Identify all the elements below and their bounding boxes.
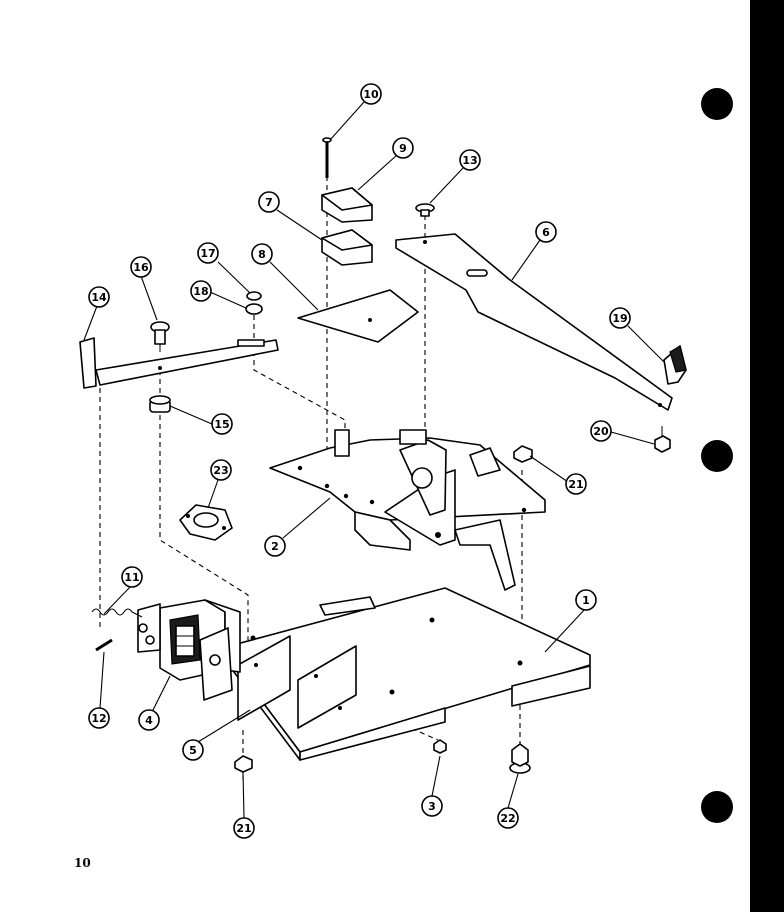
callout-14-label: 14 <box>91 291 107 304</box>
callout-17: 17 <box>197 242 219 264</box>
part-19-knob <box>663 345 687 385</box>
callout-11: 11 <box>121 566 143 588</box>
part-8-hole <box>368 318 372 322</box>
callout-5-label: 5 <box>189 744 197 757</box>
callout-12: 12 <box>88 707 110 729</box>
part-21-nut-lower <box>234 755 253 773</box>
callout-9: 9 <box>392 137 414 159</box>
callout-22-label: 22 <box>500 812 515 825</box>
part-22-screw <box>509 743 531 774</box>
callout-3: 3 <box>421 795 443 817</box>
punch-hole-top <box>701 88 733 120</box>
part-20-screw <box>654 426 671 453</box>
part-17-washer <box>246 291 262 301</box>
callout-11-label: 11 <box>124 571 139 584</box>
part-14-bar-bracket <box>79 337 279 389</box>
callout-7-label: 7 <box>265 196 273 209</box>
callout-13-label: 13 <box>462 154 477 167</box>
callout-13: 13 <box>459 149 481 171</box>
callout-8-label: 8 <box>258 248 266 261</box>
part-12-pin <box>95 638 113 652</box>
punch-hole-middle <box>701 440 733 472</box>
callout-12-label: 12 <box>91 712 106 725</box>
part-18-washer <box>245 303 263 315</box>
callout-1-label: 1 <box>582 594 590 607</box>
part-2-mechanism-bracket <box>269 429 546 591</box>
part-6-actuator-lever <box>395 233 673 411</box>
callout-5: 5 <box>182 739 204 761</box>
callout-4-label: 4 <box>145 714 153 727</box>
callout-4: 4 <box>138 709 160 731</box>
callout-23-label: 23 <box>213 464 228 477</box>
callout-20-label: 20 <box>593 425 609 438</box>
callout-19-label: 19 <box>612 312 627 325</box>
part-11-spring <box>91 608 143 618</box>
part-5-bracket <box>237 635 357 729</box>
callout-21-upper: 21 <box>565 473 587 495</box>
part-23-disc-component <box>179 504 233 541</box>
part-7-switch <box>321 229 373 266</box>
callout-10: 10 <box>360 83 382 105</box>
callout-3-label: 3 <box>428 800 436 813</box>
part-15-spacer <box>149 395 171 413</box>
callout-7: 7 <box>258 191 280 213</box>
callout-17-label: 17 <box>200 247 215 260</box>
callout-16: 16 <box>130 256 152 278</box>
callout-22: 22 <box>497 807 519 829</box>
callout-1: 1 <box>575 589 597 611</box>
callout-8: 8 <box>251 243 273 265</box>
part-4-motor-assembly <box>137 599 241 701</box>
callout-15-label: 15 <box>214 418 229 431</box>
callout-2: 2 <box>264 535 286 557</box>
part-9-switch <box>321 187 373 223</box>
callout-21-lower: 21 <box>233 817 255 839</box>
part-13-fastener <box>415 203 435 217</box>
callout-6-label: 6 <box>542 226 550 239</box>
callout-21-upper-label: 21 <box>568 478 583 491</box>
callout-10-label: 10 <box>363 88 379 101</box>
callout-20: 20 <box>590 420 612 442</box>
callout-6: 6 <box>535 221 557 243</box>
part-3-screw <box>433 739 447 754</box>
callout-21-lower-label: 21 <box>236 822 251 835</box>
punch-hole-bottom <box>701 791 733 823</box>
callout-18: 18 <box>190 280 212 302</box>
part-8-insulator-plate <box>297 289 419 343</box>
part-21-nut-upper <box>513 445 533 463</box>
part-16-shoulder-screw <box>150 321 170 352</box>
leader-lines <box>83 101 665 819</box>
callout-18-label: 18 <box>193 285 208 298</box>
callout-14: 14 <box>88 286 110 308</box>
callout-16-label: 16 <box>133 261 149 274</box>
page-number: 10 <box>74 856 91 870</box>
callout-9-label: 9 <box>399 142 407 155</box>
callout-19: 19 <box>609 307 631 329</box>
page-binding-edge <box>750 0 784 912</box>
callout-23: 23 <box>210 459 232 481</box>
part-10-screw <box>322 137 332 178</box>
callout-15: 15 <box>211 413 233 435</box>
callout-2-label: 2 <box>271 540 279 553</box>
